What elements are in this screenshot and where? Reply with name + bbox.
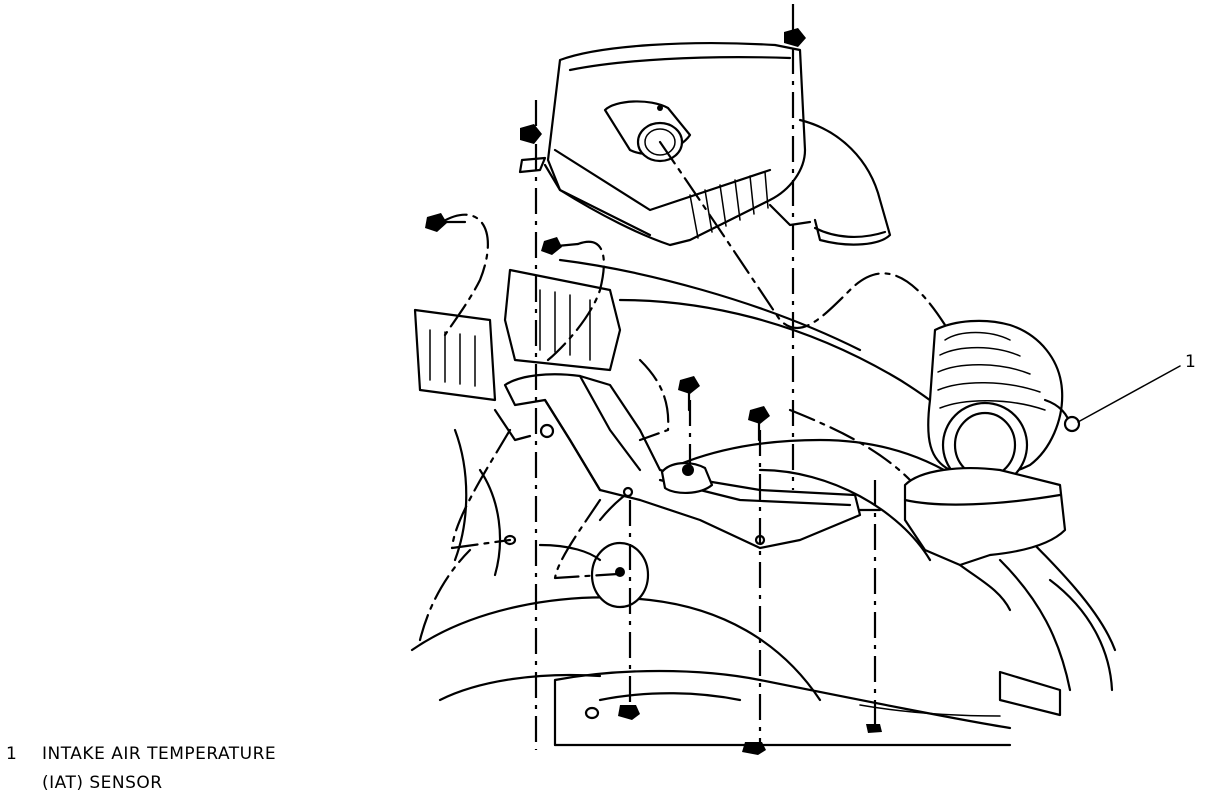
legend-item-label-line1: INTAKE AIR TEMPERATURE	[42, 744, 277, 764]
nut-icon	[520, 124, 542, 144]
nut-icon	[618, 705, 640, 720]
air-box-lower	[905, 468, 1065, 610]
legend-item-number: 1	[6, 744, 18, 764]
stud-icon	[866, 724, 882, 733]
legend-item: 1 INTAKE AIR TEMPERATURE	[6, 740, 276, 769]
bolt-icon	[425, 213, 465, 232]
intake-air-duct	[928, 321, 1079, 487]
bolt-icon	[541, 237, 578, 255]
front-crossmember	[555, 671, 1060, 745]
nut-icon	[784, 28, 806, 47]
battery-tray-bracket	[415, 270, 860, 548]
fasteners	[425, 28, 882, 755]
nut-icon	[742, 742, 766, 755]
legend-item-continuation: (IAT) SENSOR	[6, 769, 276, 798]
legend-item-label-line2: (IAT) SENSOR	[42, 773, 163, 793]
callout-1-number: 1	[1185, 352, 1196, 372]
air-cleaner-housing	[545, 43, 890, 245]
engine-mount	[505, 536, 648, 607]
callout-1-leader	[1078, 366, 1180, 422]
installation-lines	[420, 4, 945, 750]
legend: 1 INTAKE AIR TEMPERATURE (IAT) SENSOR	[6, 740, 276, 798]
